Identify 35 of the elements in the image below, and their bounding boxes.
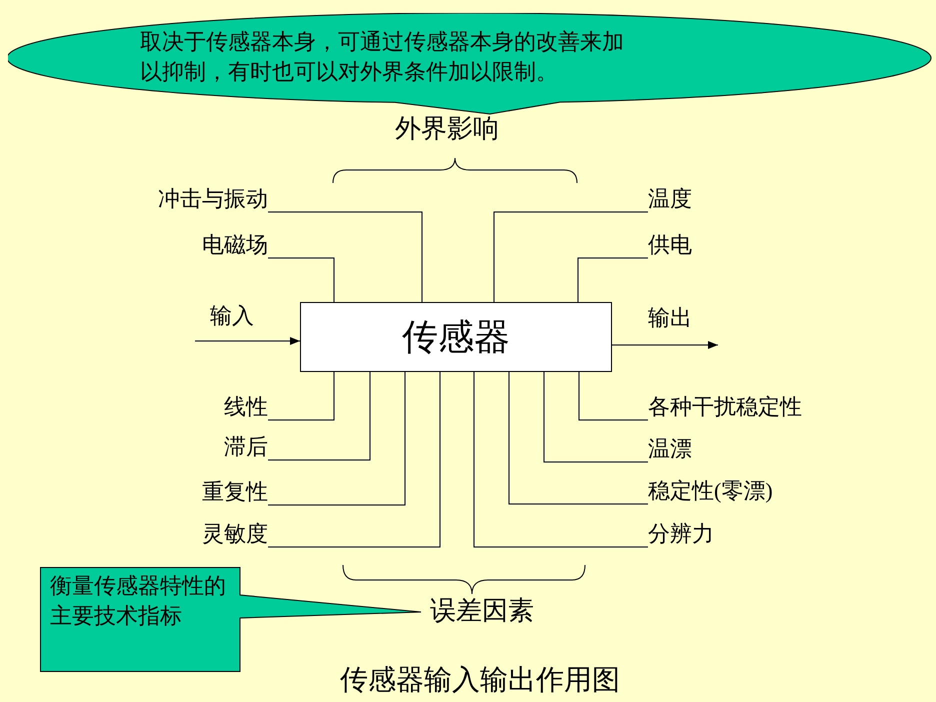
connector-line bbox=[578, 372, 648, 420]
callout-text: 衡量传感器特性的主要技术指标 bbox=[50, 572, 227, 630]
group-label: 误差因素 bbox=[430, 596, 534, 626]
factor-label: 温漂 bbox=[648, 436, 708, 462]
callout-text: 取决于传感器本身，可通过传感器本身的改善来加以抑制，有时也可以对外界条件加以限制。 bbox=[140, 28, 625, 86]
connector-line bbox=[268, 372, 370, 460]
factor-label: 分辨力 bbox=[648, 521, 738, 547]
factor-label: 稳定性(零漂) bbox=[648, 478, 818, 504]
connector-line bbox=[494, 212, 648, 302]
factor-label: 线性 bbox=[200, 394, 268, 420]
factor-label: 滞后 bbox=[200, 434, 268, 460]
connector-line bbox=[268, 372, 440, 548]
connector-line bbox=[508, 372, 648, 504]
factor-label: 各种干扰稳定性 bbox=[648, 394, 848, 420]
factor-label: 冲击与振动 bbox=[120, 186, 268, 212]
group-label: 外界影响 bbox=[395, 114, 499, 144]
factor-label: 灵敏度 bbox=[170, 521, 268, 547]
factor-label: 电磁场 bbox=[170, 232, 268, 258]
edge-label: 输入 bbox=[210, 303, 254, 329]
edge-label: 输出 bbox=[648, 305, 692, 331]
connector-line bbox=[268, 372, 406, 506]
arrow bbox=[612, 341, 718, 349]
connector-line bbox=[268, 372, 334, 420]
sensor-box: 传感器 bbox=[300, 302, 612, 372]
connector-line bbox=[578, 258, 648, 302]
connector-line bbox=[544, 372, 648, 462]
caption: 传感器输入输出作用图 bbox=[340, 664, 620, 698]
connector-line bbox=[268, 212, 422, 302]
arrow bbox=[194, 337, 300, 345]
factor-label: 供电 bbox=[648, 232, 708, 258]
speech-bubble bbox=[8, 13, 932, 115]
factor-label: 重复性 bbox=[170, 479, 268, 505]
connector-line bbox=[268, 258, 334, 302]
factor-label: 温度 bbox=[648, 186, 708, 212]
connector-line bbox=[474, 372, 648, 548]
